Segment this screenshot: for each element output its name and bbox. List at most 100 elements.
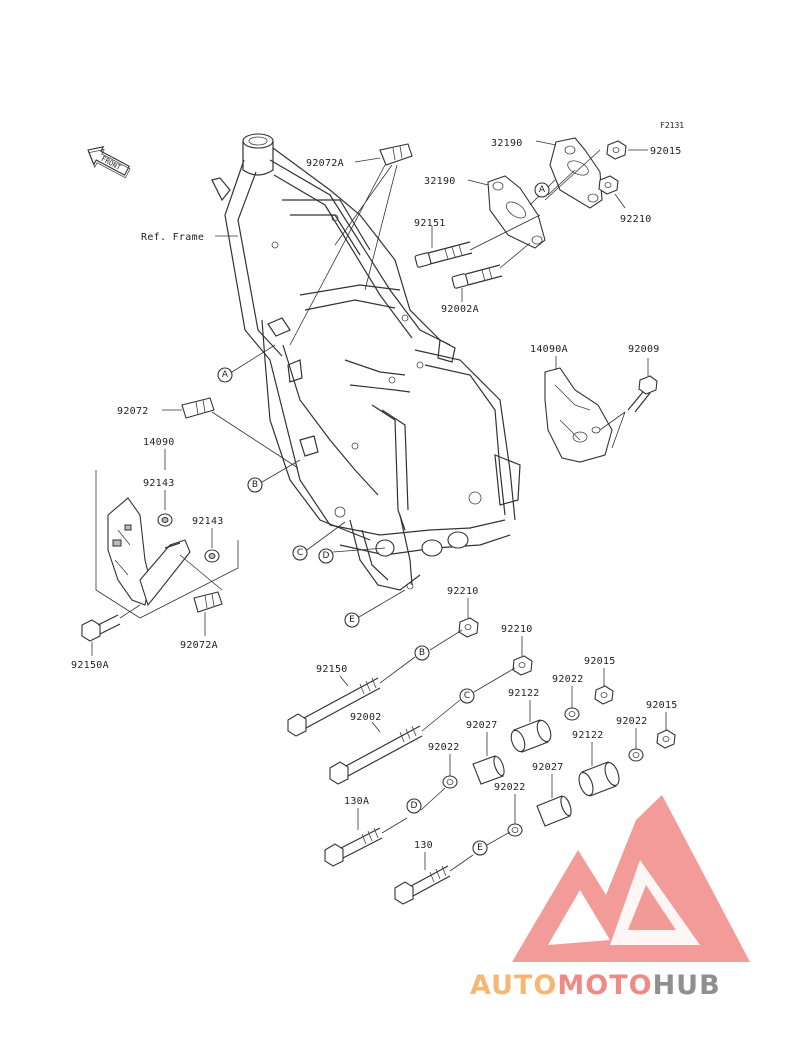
label-92072A-top: 92072A [306, 158, 344, 169]
label-92151: 92151 [414, 218, 446, 229]
svg-text:C: C [464, 691, 470, 701]
ref-a-left-marker: A [217, 367, 233, 383]
ref-c-left-marker: C [292, 545, 308, 561]
label-92022-d: 92022 [494, 782, 526, 793]
bolt-92150A [81, 614, 121, 642]
leader-ref-e-left [358, 589, 406, 618]
svg-text:A: A [539, 185, 546, 195]
clamp-92072A-top [379, 143, 413, 166]
bolt-92150 [287, 677, 381, 737]
cover-14090 [107, 497, 151, 606]
clamp-92072 [181, 397, 215, 419]
front-arrow-icon: FRONT [87, 146, 131, 179]
label-92015-a: 92015 [584, 656, 616, 667]
bolt-92002 [329, 725, 423, 785]
nut-92210-b [512, 655, 533, 676]
watermark-hub: HUB [653, 970, 721, 1001]
label-32190-mid: 32190 [424, 176, 456, 187]
washer-92022-c [442, 775, 458, 789]
leader-92210-top [614, 193, 626, 209]
label-92022-a: 92022 [552, 674, 584, 685]
cover-14090A [544, 367, 613, 463]
label-92022-b: 92022 [616, 716, 648, 727]
ref-e-left-marker: E [344, 612, 360, 628]
label-92150: 92150 [316, 664, 348, 675]
watermark-auto: AUTO [470, 970, 557, 1001]
label-92015-top: 92015 [650, 146, 682, 157]
leader-130-line [449, 831, 511, 872]
leader-92002 [371, 721, 381, 733]
ref-a-top-marker: A [534, 182, 550, 198]
label-92072: 92072 [117, 406, 149, 417]
motorcycle-frame [211, 133, 521, 591]
label-92022-c: 92022 [428, 742, 460, 753]
svg-text:A: A [222, 370, 229, 380]
nut-92210-top [598, 175, 619, 195]
label-92210-top: 92210 [620, 214, 652, 225]
label-14090: 14090 [143, 437, 175, 448]
group-outline-14090 [95, 470, 239, 619]
automotohub-watermark-logo: AUTOMOTOHUB [470, 795, 750, 1001]
label-92009: 92009 [628, 344, 660, 355]
leader-92009-targets [599, 411, 626, 449]
label-92143-b: 92143 [192, 516, 224, 527]
label-130A: 130A [344, 796, 369, 807]
leader-ref-a-left [231, 344, 276, 373]
diagram-code: F2131 [660, 121, 684, 130]
ref-e-bolt-marker: E [472, 840, 488, 856]
leader-92002-line [421, 667, 516, 732]
label-32190-top: 32190 [491, 138, 523, 149]
washer-92022-a [564, 707, 580, 721]
spacer-92027-a [472, 755, 505, 785]
leader-92150 [339, 675, 349, 687]
bolt-92002A [451, 264, 503, 289]
label-92210-a: 92210 [447, 586, 479, 597]
ref-c-bolt-marker: C [459, 688, 475, 704]
bolt-130 [394, 865, 451, 905]
label-92027-a: 92027 [466, 720, 498, 731]
bushing-92122-b [578, 761, 620, 797]
clamp-92072A-bottom [193, 591, 223, 613]
ref-frame-label: Ref. Frame [141, 232, 204, 243]
nut-92015-a [594, 685, 614, 705]
label-92027-b: 92027 [532, 762, 564, 773]
bolt-92151 [414, 241, 473, 268]
ref-d-left-marker: D [318, 548, 334, 564]
leader-92150-line [379, 629, 463, 684]
label-92150A: 92150A [71, 660, 109, 671]
leader-92072A-targets [289, 164, 398, 346]
svg-text:E: E [477, 843, 483, 853]
nut-92143-a [157, 513, 173, 527]
bolt-92009 [627, 375, 658, 413]
nut-92015-b [656, 729, 676, 749]
label-92072A-bottom: 92072A [180, 640, 218, 651]
svg-text:D: D [323, 551, 330, 561]
nut-92015-top [606, 140, 627, 160]
svg-text:B: B [419, 648, 425, 658]
svg-text:C: C [297, 548, 303, 558]
label-92210-b: 92210 [501, 624, 533, 635]
nut-92210-a [458, 617, 479, 638]
leader-92150A-target [119, 604, 141, 619]
engine-mount-plate-lower [487, 175, 546, 249]
leader-130A-line [381, 787, 446, 834]
watermark-moto: MOTO [557, 970, 652, 1001]
leader-bracket-to-clamp [179, 554, 223, 591]
label-92122-a: 92122 [508, 688, 540, 699]
leader-92072-target [211, 411, 299, 469]
ref-d-bolt-marker: D [406, 798, 422, 814]
spacer-92027-b [536, 795, 572, 827]
engine-mount-plate-upper [549, 137, 603, 209]
svg-text:E: E [349, 615, 355, 625]
label-92015-b: 92015 [646, 700, 678, 711]
washer-92022-d [507, 823, 523, 837]
leader-92072A-top [354, 157, 381, 163]
nut-92143-b [204, 549, 220, 563]
bolt-130A [324, 827, 383, 867]
bushing-92122-a [510, 719, 552, 753]
label-92122-b: 92122 [572, 730, 604, 741]
leader-32190-top [535, 140, 557, 146]
ref-b-bolt-marker: B [414, 645, 430, 661]
label-14090A: 14090A [530, 344, 568, 355]
